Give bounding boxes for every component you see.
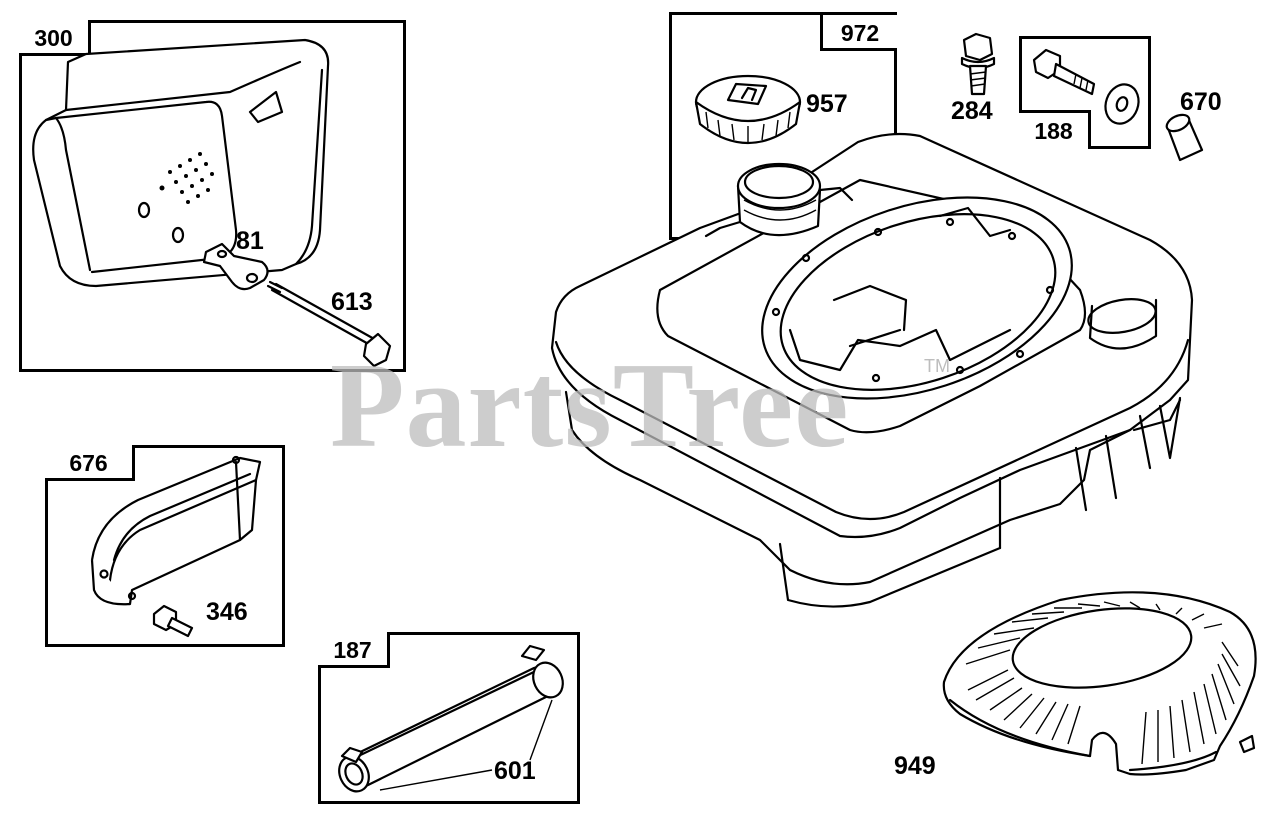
watermark-text: PartsTree [330,338,850,473]
muffler-vent-holes [159,152,214,204]
callout-949[interactable]: 949 [894,752,936,780]
group-label-300[interactable]: 300 [19,20,91,56]
shoulder-screw-188[interactable] [1032,48,1096,96]
blower-housing-949[interactable] [942,591,1257,776]
fuel-tank[interactable] [550,132,1194,608]
fuel-cap-957[interactable] [694,74,802,144]
callout-284[interactable]: 284 [951,97,993,125]
bolt-346[interactable] [152,604,194,638]
callout-670[interactable]: 670 [1180,88,1222,116]
grille-slots [965,601,1241,765]
shield-676[interactable] [90,455,262,606]
bolt-284[interactable] [960,32,996,96]
callout-601[interactable]: 601 [494,757,536,785]
hose-clamp[interactable] [334,746,375,796]
group-frame-300 [19,20,406,372]
callout-613[interactable]: 613 [331,288,373,316]
hose-assembly-187[interactable] [334,644,569,796]
callout-346[interactable]: 346 [206,598,248,626]
group-label-187[interactable]: 187 [318,632,390,668]
group-frame-676 [45,445,285,647]
hose-clamp[interactable] [520,644,568,702]
watermark-trademark: TM [924,356,950,376]
callout-81[interactable]: 81 [236,227,264,255]
washer[interactable] [1100,80,1144,129]
callout-957[interactable]: 957 [806,90,848,118]
group-label-972[interactable]: 972 [820,15,897,51]
group-frame-187 [318,632,580,804]
muffler-drawing[interactable] [32,38,330,288]
lock-plate-81[interactable] [202,242,269,291]
group-label-676[interactable]: 676 [45,445,135,481]
screw-613[interactable] [266,280,392,368]
group-label-188[interactable]: 188 [1019,110,1091,149]
spacer-670[interactable] [1164,112,1204,162]
